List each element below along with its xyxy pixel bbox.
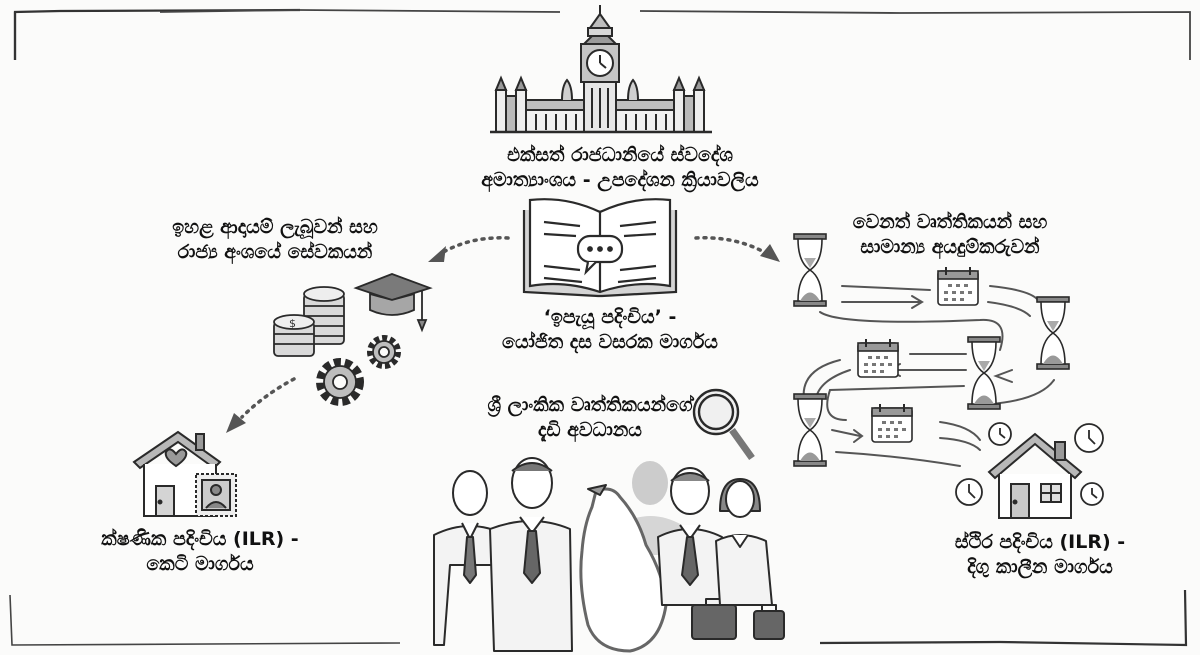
bottom-center-line-2: දැඩි අවධානය: [538, 419, 642, 441]
magnifying-glass-icon: [692, 388, 755, 461]
graduation-cap-icon: [353, 273, 433, 333]
center-node-label: ‘ඉපැයූ පදිංචිය’ - යෝජිත දස වසරක මාර්ගය: [480, 305, 740, 355]
arrow-to-right-group: [694, 236, 780, 262]
title-line-2: අමාත්‍යාංශය - උපදේශන ක්‍රියාවලිය: [481, 169, 759, 191]
bottom-right-outcome-label: ස්ථිර පදිංචිය (ILR) - දිගු කාලීන මාර්ගය: [930, 530, 1150, 580]
winding-path-hourglass-calendar-icon: [793, 233, 1070, 467]
bottom-center-label: ශ්‍රී ලාංකික වෘත්තිකයන්ගේ දැඩි අවධානය: [480, 393, 700, 443]
bottom-left-outcome-label: ක්ෂණික පදිංචිය (ILR) - කෙටි මාර්ගය: [70, 527, 330, 577]
bottom-right-line-1: ස්ථිර පදිංචිය (ILR) -: [954, 531, 1126, 553]
arrow-to-left-group: [428, 236, 510, 262]
title-node-label: එක්සත් රාජධානියේ ස්වදේශ අමාත්‍යාංශය - උප…: [470, 143, 770, 193]
title-line-1: එක්සත් රාජධානියේ ස්වදේශ: [507, 144, 733, 166]
svg-text:$: $: [289, 317, 296, 330]
gears-icon: [316, 335, 401, 406]
bottom-left-line-2: කෙටි මාර්ගය: [146, 553, 254, 575]
coin-stacks-dollar-icon: $: [273, 286, 345, 357]
center-line-1: ‘ඉපැයූ පදිංචිය’ -: [543, 306, 677, 328]
arrow-to-bottom-left-outcome: [226, 377, 296, 433]
house-with-clocks-icon: [955, 422, 1104, 519]
right-group-line-1: වෙනත් වෘත්තිකයන් සහ: [852, 211, 1048, 233]
left-group-line-1: ඉහළ ආදායම් ලැබූවන් සහ: [172, 216, 378, 238]
left-group-line-2: රාජ්‍ය අංශයේ සේවකයන්: [177, 241, 373, 263]
left-group-label: ඉහළ ආදායම් ලැබූවන් සහ රාජ්‍ය අංශයේ සේවකය…: [150, 215, 400, 265]
open-book-speech-bubble-icon: [522, 198, 678, 298]
center-line-2: යෝජිත දස වසරක මාර්ගය: [502, 331, 718, 353]
bottom-right-line-2: දිගු කාලීන මාර්ගය: [967, 556, 1113, 578]
bottom-left-line-1: ක්ෂණික පදිංචිය (ILR) -: [101, 528, 299, 550]
right-group-label: වෙනත් වෘත්තිකයන් සහ සාමාන්‍ය අයදුම්කරුවන…: [830, 210, 1070, 260]
parliament-clock-tower-icon: [490, 5, 712, 134]
right-group-line-2: සාමාන්‍ය අයදුම්කරුවන්: [860, 236, 1040, 258]
professionals-group-and-sri-lanka-map-icon: [433, 457, 785, 653]
bottom-center-line-1: ශ්‍රී ලාංකික වෘත්තිකයන්ගේ: [487, 394, 693, 416]
house-heart-id-stamp-icon: [132, 430, 237, 517]
